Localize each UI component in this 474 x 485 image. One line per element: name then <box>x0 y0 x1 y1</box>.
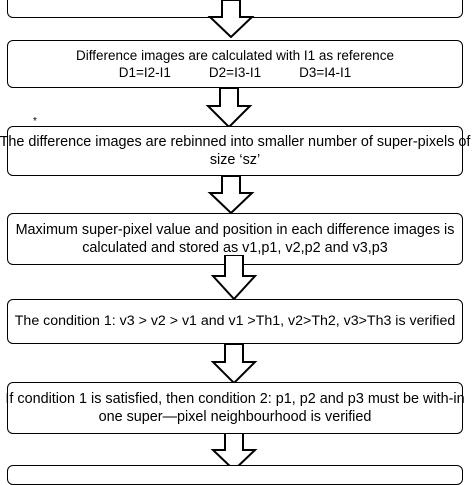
equation-d3: D3=I4-I1 <box>299 65 352 80</box>
down-arrow-icon <box>205 88 253 128</box>
step-1-text: Difference images are calculated with I1… <box>76 47 394 63</box>
flowchart-step-4: The condition 1: v3 > v2 > v1 and v1 >Th… <box>7 299 463 344</box>
step-2-text-line-2: size ‘sz’ <box>209 152 261 168</box>
down-arrow-icon <box>210 433 258 471</box>
flowchart-step-2: The difference images are rebinned into … <box>0 126 470 176</box>
flowchart-step-1: Difference images are calculated with I1… <box>7 40 463 88</box>
equation-d2: D2=I3-I1 <box>208 65 262 80</box>
down-arrow-icon <box>207 0 255 38</box>
equation-d1: D1=I2-I1 <box>118 65 171 80</box>
flowchart-step-3: Maximum super-pixel value and position i… <box>7 213 463 265</box>
step-3-text-line-2: calculated and stored as v1,p1, v2,p2 an… <box>82 240 388 256</box>
step-3-text-line-1: Maximum super-pixel value and position i… <box>15 221 455 238</box>
flowchart-step-5: If condition 1 is satisfied, then condit… <box>5 382 465 434</box>
equation-row: D1=I2-I1 D2=I3-I1 D3=I4-I1 <box>119 64 351 81</box>
down-arrow-icon <box>207 176 255 214</box>
step-5-text-line-1: If condition 1 is satisfied, then condit… <box>5 390 465 407</box>
flowchart-box-bottom-partial <box>7 465 463 485</box>
down-arrow-icon <box>210 255 258 300</box>
step-4-text: The condition 1: v3 > v2 > v1 and v1 >Th… <box>14 313 456 330</box>
down-arrow-icon <box>210 344 258 384</box>
step-2-text-line-1: The difference images are rebinned into … <box>0 133 471 150</box>
asterisk-marker: * <box>33 116 37 127</box>
step-5-text-line-2: one super—pixel neighbourhood is verifie… <box>98 409 372 425</box>
